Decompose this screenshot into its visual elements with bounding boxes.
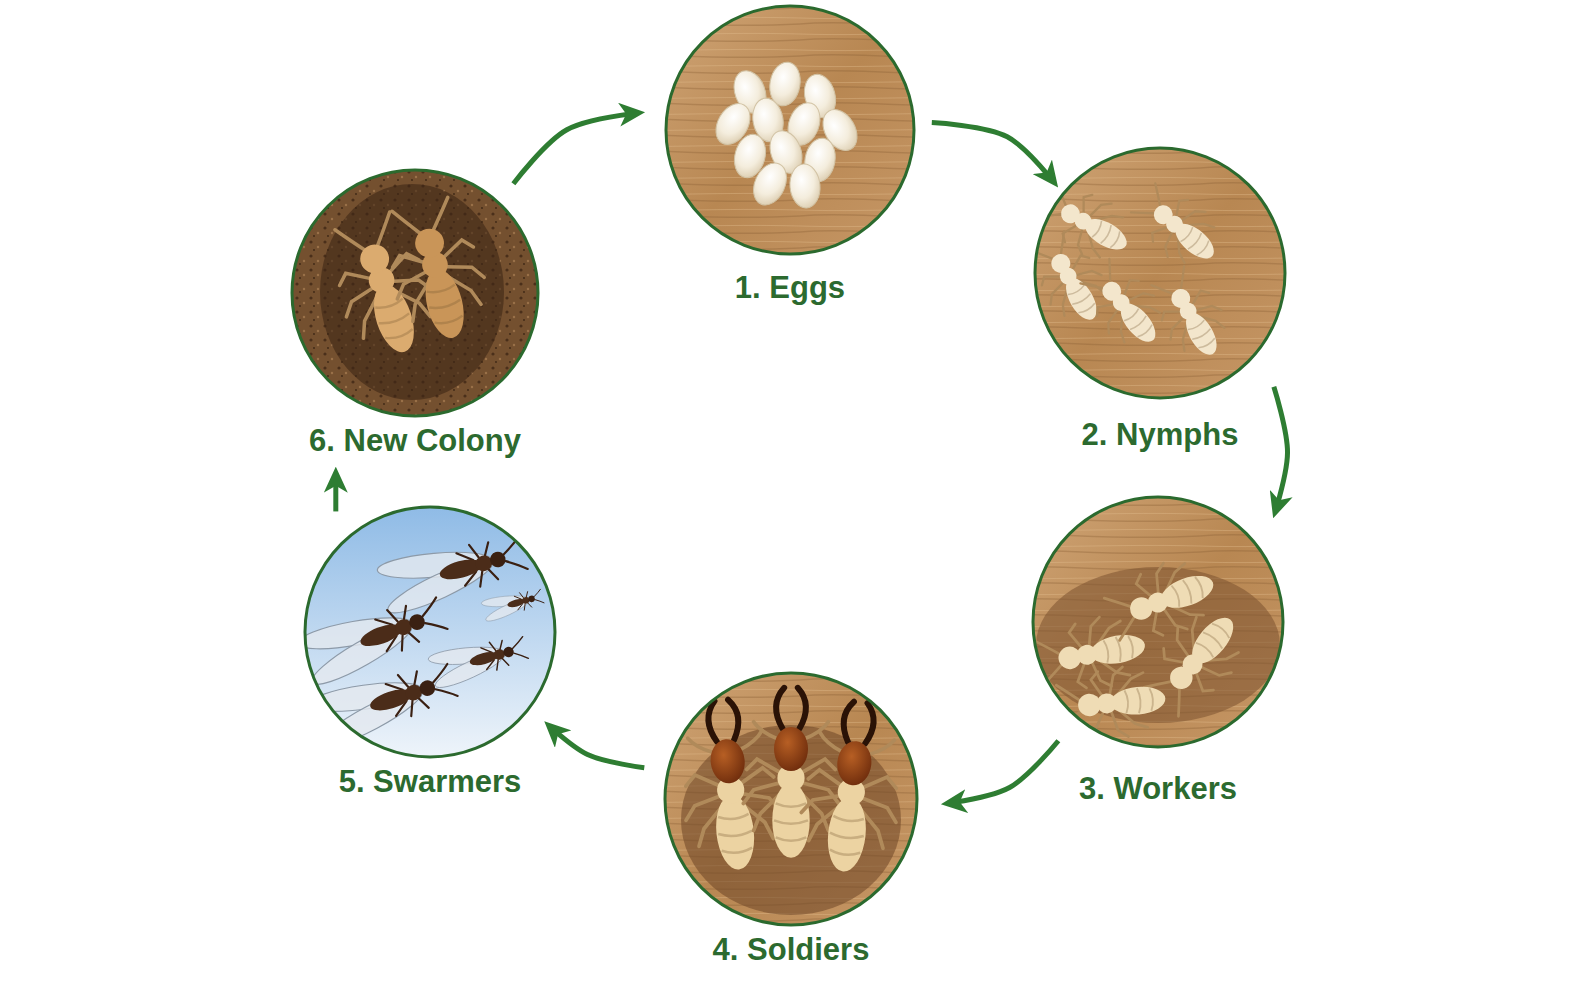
illustration-part [1033,550,1257,743]
circle-outline [666,6,914,254]
illustration-part [666,6,914,254]
stage-circle [663,3,917,257]
cycle-arrow [941,741,1058,804]
illustration-part [665,673,917,925]
illustration-part [1124,175,1231,278]
circle-outline [1033,497,1283,747]
stage-label: 4. Soldiers [662,932,920,968]
stage-node: 6. New Colony [289,167,541,459]
illustration-part [320,184,504,400]
stage-circle [289,167,541,419]
cycle-arrow [544,721,644,768]
illustration-part [1055,663,1168,742]
stage-node: 3. Workers [1030,494,1286,807]
illustration-part [788,163,822,209]
nymphs-picture [1022,148,1285,398]
illustration-part [292,582,453,694]
stage-circle [662,670,920,928]
illustration-part [292,170,538,416]
stage-node: 1. Eggs [663,3,917,306]
stage-circle [1030,494,1286,750]
illustration-part [747,158,793,211]
illustration-part [479,583,545,625]
cycle-arrow [1273,387,1287,518]
circle-outline [665,673,917,925]
cycle-arrow [333,467,338,512]
illustration-part [666,6,914,254]
stage-circle [302,504,558,760]
circle-outline [292,170,538,416]
swarmers-picture [292,507,555,757]
illustration-part [1142,261,1238,369]
stage-label: 3. Workers [1030,771,1286,807]
stage-label: 1. Eggs [663,270,917,306]
stage-label: 6. New Colony [289,423,541,459]
soldiers-picture [665,673,917,925]
circle-outline [1035,148,1285,398]
stage-circle [1032,145,1288,401]
new-colony-picture [292,170,538,416]
illustration-part [674,688,908,877]
workers-picture [1033,497,1283,747]
illustration-part [665,673,917,925]
illustration-part [1072,252,1175,359]
illustration-part [376,193,496,348]
illustration-part [425,626,531,693]
cycle-arrow [932,123,1058,188]
stage-label: 5. Swarmers [302,764,558,800]
cycle-arrow [513,112,645,184]
circle-outline [305,507,555,757]
stage-node: 4. Soldiers [662,670,920,968]
stage-node: 5. Swarmers [302,504,558,800]
illustration-part [1033,497,1283,747]
illustration-part [709,60,864,211]
illustration-part [292,170,538,416]
illustration-part [1033,497,1283,747]
stage-label: 2. Nymphs [1032,417,1288,453]
eggs-picture [666,6,914,254]
stage-node: 2. Nymphs [1032,145,1288,453]
